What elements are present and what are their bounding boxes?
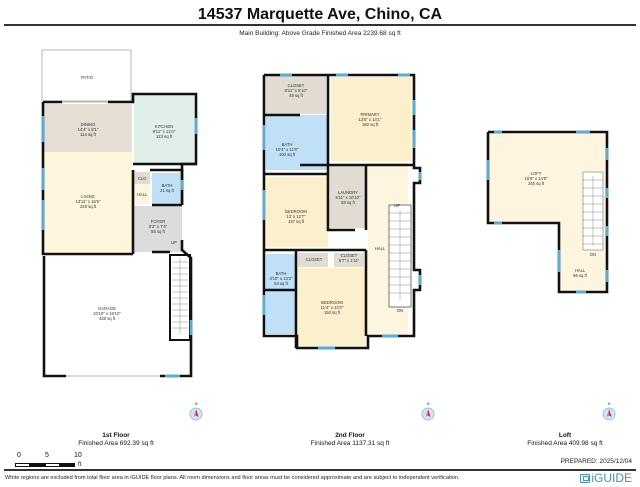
disclaimer-text: White regions are excluded from total fl… [5,475,460,481]
svg-text:5'7" x 1'11": 5'7" x 1'11" [339,258,360,263]
scale-tick: 5 [45,452,49,459]
svg-text:BATH: BATH [276,271,287,276]
prepared-date: PREPARED: 2025/12/04 [560,458,632,465]
svg-text:13' x 12'7": 13' x 12'7" [286,214,306,219]
compass-icon: N [421,401,435,421]
svg-text:438 sq ft: 438 sq ft [99,316,116,321]
compass-icon: N [602,401,616,421]
room-patio: PATIO [81,75,94,80]
iguide-logo: iGUIDE [580,471,632,485]
svg-text:123 sq ft: 123 sq ft [156,134,173,139]
floor-name: Loft [558,432,572,439]
svg-text:5'11" x 10'10": 5'11" x 10'10" [336,195,361,200]
svg-text:10'4" x 11'8": 10'4" x 11'8" [276,147,299,152]
svg-text:DN: DN [590,252,596,257]
iguide-logo-icon [580,473,591,483]
svg-text:GARAGE: GARAGE [98,306,116,311]
svg-text:229 sq ft: 229 sq ft [80,204,97,209]
svg-text:4'10" x 13'3": 4'10" x 13'3" [270,276,293,281]
svg-text:BATH: BATH [162,183,173,188]
svg-text:BEDROOM: BEDROOM [285,209,307,214]
floor-label-1st: 1st Floor Finished Area 692.39 sq ft [56,432,176,447]
svg-text:21 sq ft: 21 sq ft [160,188,175,193]
svg-text:9'11" x 12'4": 9'11" x 12'4" [153,129,176,134]
footer-divider [4,469,636,471]
scale-bar: 0 5 10 ft [15,452,105,468]
svg-text:8'2" x 7'4": 8'2" x 7'4" [149,224,168,229]
svg-text:N: N [608,401,611,406]
svg-text:103 sq ft: 103 sq ft [279,152,296,157]
svg-text:CLOSET: CLOSET [306,257,323,262]
svg-text:137 sq ft: 137 sq ft [288,219,305,224]
svg-text:LIVING: LIVING [81,194,95,199]
loft-plan: LOFT 16'8" x 14'8" 245 sq ft DN HALL 66 … [486,130,609,294]
svg-text:N: N [427,401,430,406]
svg-text:UP: UP [171,240,177,245]
scale-tick: 10 [74,452,82,459]
svg-text:PRIMARY: PRIMARY [360,112,379,117]
svg-text:180 sq ft: 180 sq ft [362,122,379,127]
svg-text:49 sq ft: 49 sq ft [289,93,304,98]
title-divider [4,24,636,26]
svg-text:23'10" x 19'10": 23'10" x 19'10" [93,311,121,316]
svg-text:150 sq ft: 150 sq ft [324,310,341,315]
scale-tick: 0 [17,452,21,459]
floor-area: Finished Area 1137.31 sq ft [310,440,390,447]
svg-text:BATH: BATH [282,142,293,147]
floor-label-2nd: 2nd Floor Finished Area 1137.31 sq ft [280,432,420,447]
svg-text:64 sq ft: 64 sq ft [274,281,289,286]
svg-text:16'8" x 14'8": 16'8" x 14'8" [525,176,548,181]
floor-name: 2nd Floor [335,432,365,439]
svg-text:CLO: CLO [138,176,147,181]
svg-text:LAUNDRY: LAUNDRY [338,190,358,195]
svg-text:DN: DN [397,308,403,313]
svg-text:114 sq ft: 114 sq ft [80,132,97,137]
svg-text:13'5" x 14'1": 13'5" x 14'1" [359,117,382,122]
svg-text:FOYER: FOYER [151,219,165,224]
svg-text:58 sq ft: 58 sq ft [341,200,356,205]
svg-text:8'11" x 5'10": 8'11" x 5'10" [285,88,308,93]
svg-text:BEDROOM: BEDROOM [321,300,343,305]
svg-text:HALL: HALL [575,268,586,273]
floor-name: 1st Floor [102,432,130,439]
svg-text:UP: UP [394,203,400,208]
svg-text:HALL: HALL [137,192,148,197]
scale-unit: ft [78,462,82,468]
floor-label-loft: Loft Finished Area 409.98 sq ft [500,432,630,447]
first-floor-plan: PATIO DINING 14'4" x 8'1" 114 sq ft KITC… [41,49,198,378]
svg-text:N: N [195,401,198,406]
svg-text:66 sq ft: 66 sq ft [573,273,588,278]
svg-text:11'4" x 13'2": 11'4" x 13'2" [321,305,344,310]
svg-text:13'11" x 16'5": 13'11" x 16'5" [76,199,101,204]
svg-text:55 sq ft: 55 sq ft [151,229,166,234]
floor-area: Finished Area 692.39 sq ft [78,440,154,447]
page-subtitle: Main Building: Above Grade Finished Area… [239,30,401,37]
second-floor-plan: CLOSET 8'11" x 5'10" 49 sq ft PRIMARY 13… [262,73,422,350]
page-title: 14537 Marquette Ave, Chino, CA [197,6,443,23]
svg-text:14'4" x 8'1": 14'4" x 8'1" [78,127,99,132]
compass-icon: N [189,401,203,421]
iguide-logo-text: iGUIDE [591,471,632,485]
svg-text:KITCHEN: KITCHEN [155,124,173,129]
svg-text:CLOSET: CLOSET [341,253,358,258]
svg-text:245 sq ft: 245 sq ft [528,181,545,186]
svg-text:DINING: DINING [81,122,96,127]
svg-text:CLOSET: CLOSET [288,83,305,88]
floor-area: Finished Area 409.98 sq ft [527,440,603,447]
svg-text:LOFT: LOFT [531,171,542,176]
svg-text:HALL: HALL [375,246,386,251]
